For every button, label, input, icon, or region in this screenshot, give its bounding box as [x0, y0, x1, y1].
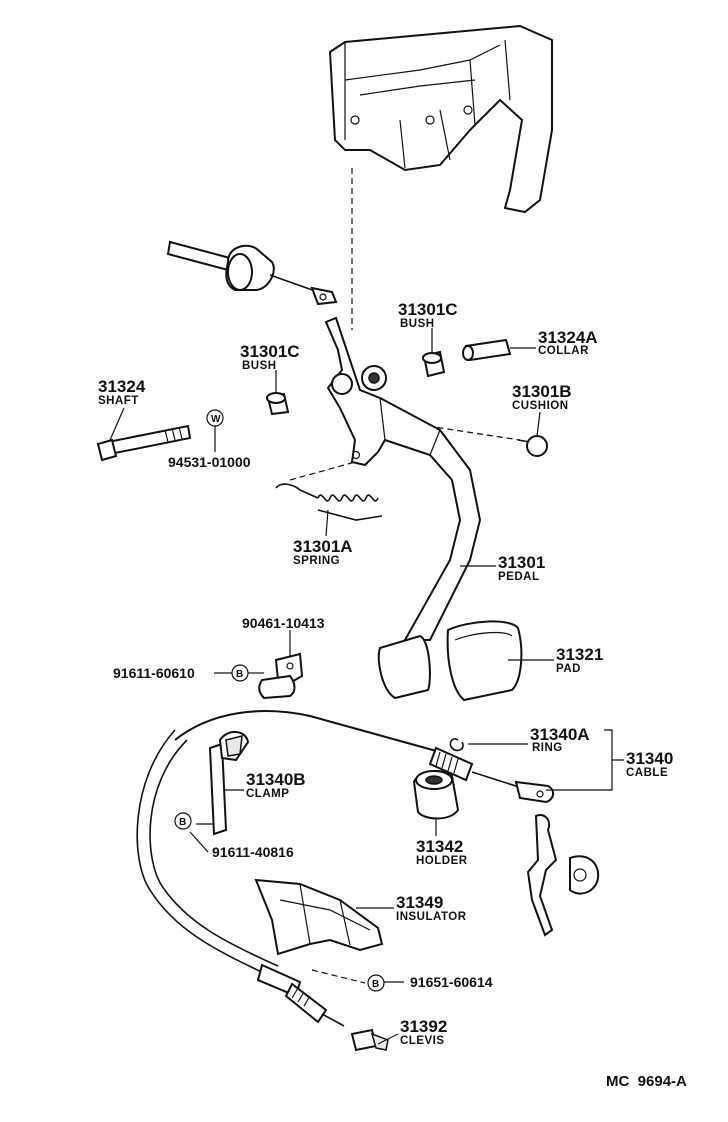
- collar-part-number: 31324A: [538, 328, 598, 347]
- insulator-part-name: INSULATOR: [396, 911, 467, 923]
- shaft: [96, 424, 192, 462]
- bush-right: [422, 350, 446, 378]
- shaft-part-name: SHAFT: [98, 395, 139, 407]
- clevis-part-name: CLEVIS: [400, 1035, 445, 1047]
- bolt-2-part-number: 91611-40816: [212, 844, 294, 860]
- callout-pedal: 31301 PEDAL: [498, 553, 545, 583]
- bolt-2-mark-letter: B: [179, 817, 186, 828]
- pedal-pad: [446, 620, 523, 702]
- spring-part-name: SPRING: [293, 555, 340, 567]
- bolt-1-mark-circle: [231, 664, 249, 682]
- cable-part-number: 31340: [626, 749, 673, 768]
- callout-cushion: 31301B CUSHION: [512, 382, 572, 412]
- bush-right-part-number: 31301C: [398, 300, 458, 319]
- ring-part-number: 31340A: [530, 725, 590, 744]
- callout-insulator: 31349 INSULATOR: [396, 893, 467, 923]
- pedal-part-name: PEDAL: [498, 571, 539, 583]
- clamp-part-number: 31340B: [246, 770, 306, 789]
- shaft-part-number: 31324: [98, 377, 146, 396]
- pad-part-number: 31321: [556, 645, 603, 664]
- bolt-1-part-number: 91611-60610: [113, 665, 195, 681]
- cushion-part-number: 31301B: [512, 382, 572, 401]
- bush-right-part-name: BUSH: [400, 318, 435, 330]
- cable-clamp: [208, 731, 250, 836]
- callout-clamp: 31340B CLAMP: [246, 770, 306, 800]
- insulator-part-number: 31349: [396, 893, 443, 912]
- callout-cable: 31340 CABLE: [626, 749, 673, 779]
- clevis-part-number: 31392: [400, 1017, 447, 1036]
- callout-spring: 31301A SPRING: [293, 537, 353, 567]
- holder-part-number: 31342: [416, 837, 463, 856]
- callout-bush-left: 31301C BUSH: [240, 342, 300, 372]
- pad-part-name: PAD: [556, 663, 581, 675]
- callout-bush-right: 31301C BUSH: [398, 300, 458, 330]
- return-spring: [275, 483, 383, 521]
- callout-holder: 31342 HOLDER: [416, 837, 468, 867]
- cable-holder: [412, 770, 460, 820]
- ring-part-name: RING: [532, 742, 563, 754]
- cushion-part-name: CUSHION: [512, 400, 569, 412]
- callout-clevis: 31392 CLEVIS: [400, 1017, 447, 1047]
- callout-washer: W 94531-01000: [168, 414, 251, 470]
- collar-part-name: COLLAR: [538, 345, 589, 357]
- bolt-3-part-number: 91651-60614: [410, 974, 493, 990]
- cushion: [517, 435, 548, 457]
- washer-mark-letter: W: [211, 414, 221, 425]
- clamp-part-name: CLAMP: [246, 788, 289, 800]
- callout-bolt-1: 91611-60610 B: [113, 664, 249, 682]
- washer-part-number: 94531-01000: [168, 454, 251, 470]
- release-fork: [526, 814, 600, 937]
- cable-bracket: [258, 652, 304, 700]
- bolt-1-mark-letter: B: [236, 669, 243, 680]
- diagram-code: MC 9694-A: [606, 1073, 687, 1090]
- bolt-2-mark-circle: [174, 812, 192, 830]
- bolt-3-mark-circle: [367, 974, 385, 992]
- bush-left-part-number: 31301C: [240, 342, 300, 361]
- callout-bracket-bolt: 90461-10413: [242, 615, 325, 631]
- callout-bolt-3: B 91651-60614: [367, 974, 493, 992]
- bush-left-part-name: BUSH: [242, 360, 277, 372]
- callout-collar: 31324A COLLAR: [538, 328, 598, 357]
- callout-ring: 31340A RING: [530, 725, 590, 754]
- bush-left: [266, 392, 290, 416]
- pedal-bracket-housing: [328, 24, 553, 214]
- callout-shaft: 31324 SHAFT: [98, 377, 146, 407]
- leader-lines: [109, 328, 624, 1045]
- collar: [462, 338, 512, 362]
- bolt-3-mark-letter: B: [372, 979, 379, 990]
- cable-ring: [449, 738, 464, 752]
- bracket-bolt-part-number: 90461-10413: [242, 615, 325, 631]
- holder-part-name: HOLDER: [416, 855, 468, 867]
- callout-pad: 31321 PAD: [556, 645, 603, 675]
- spring-part-number: 31301A: [293, 537, 353, 556]
- clutch-pedal: [324, 316, 482, 700]
- cable-part-name: CABLE: [626, 767, 668, 779]
- clevis: [321, 1013, 389, 1052]
- pedal-part-number: 31301: [498, 553, 545, 572]
- push-rod-assembly: [166, 240, 338, 306]
- callout-bolt-2: B 91611-40816: [174, 812, 294, 860]
- insulator: [254, 878, 384, 956]
